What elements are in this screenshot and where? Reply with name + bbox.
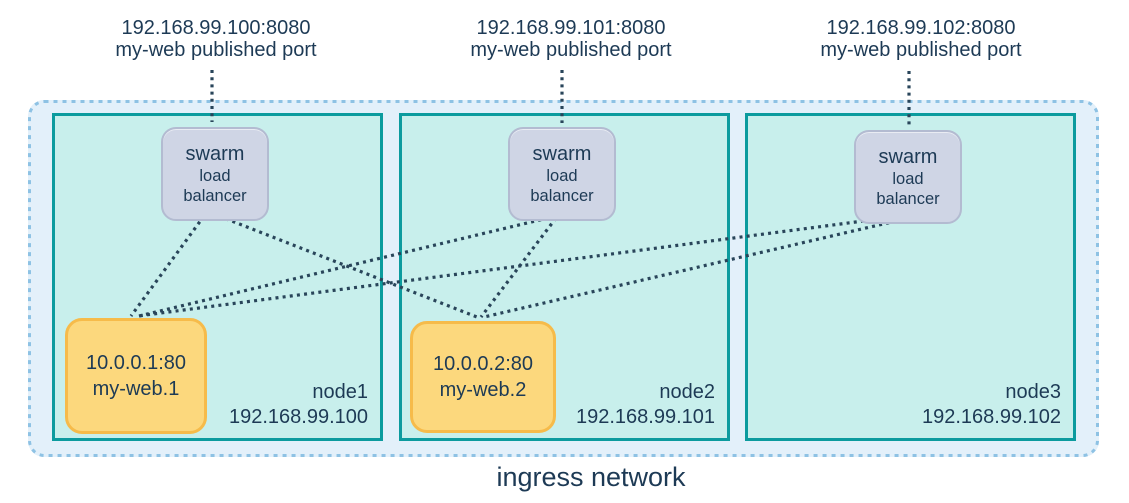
lb-label: balancer [183,187,247,205]
lb-label: swarm [185,143,245,165]
published-port-address: 192.168.99.101:8080 [476,17,666,39]
published-port-label-2: 192.168.99.101:8080 my-web published por… [470,17,671,61]
published-port-caption: my-web published port [820,39,1022,61]
published-port-caption: my-web published port [115,39,317,61]
node-label-3: node3 192.168.99.102 [922,380,1061,430]
task-name: my-web.1 [92,378,180,400]
published-port-address: 192.168.99.100:8080 [121,17,311,39]
node-ip: 192.168.99.102 [921,406,1061,428]
task-address: 10.0.0.2:80 [432,353,534,375]
published-port-label-3: 192.168.99.102:8080 my-web published por… [820,17,1021,61]
ingress-network-label: ingress network [496,462,686,492]
published-port-label-1: 192.168.99.100:8080 my-web published por… [115,17,316,61]
task-my-web-1: 10.0.0.1:80 my-web.1 [65,318,207,434]
published-port-caption: my-web published port [470,39,672,61]
swarm-load-balancer-2: swarm load balancer [508,127,616,221]
lb-label: swarm [532,143,592,165]
node-name: node1 [312,381,368,403]
node-label-1: node1 192.168.99.100 [229,380,368,430]
lb-label: balancer [876,190,940,208]
task-address: 10.0.0.1:80 [85,352,187,374]
swarm-load-balancer-1: swarm load balancer [161,127,269,221]
node-3: swarm load balancer node3 192.168.99.102 [745,113,1076,441]
lb-label: load [546,167,578,185]
node-ip: 192.168.99.100 [228,406,368,428]
lb-label: balancer [530,187,594,205]
task-name: my-web.2 [439,379,527,401]
node-1: swarm load balancer 10.0.0.1:80 my-web.1… [52,113,383,441]
published-port-address: 192.168.99.102:8080 [826,17,1016,39]
node-name: node3 [1005,381,1061,403]
lb-label: swarm [878,146,938,168]
swarm-load-balancer-3: swarm load balancer [854,130,962,224]
lb-label: load [892,170,924,188]
node-label-2: node2 192.168.99.101 [576,380,715,430]
node-ip: 192.168.99.101 [575,406,715,428]
lb-label: load [199,167,231,185]
node-name: node2 [659,381,715,403]
node-2: swarm load balancer 10.0.0.2:80 my-web.2… [399,113,730,441]
task-my-web-2: 10.0.0.2:80 my-web.2 [410,321,556,433]
